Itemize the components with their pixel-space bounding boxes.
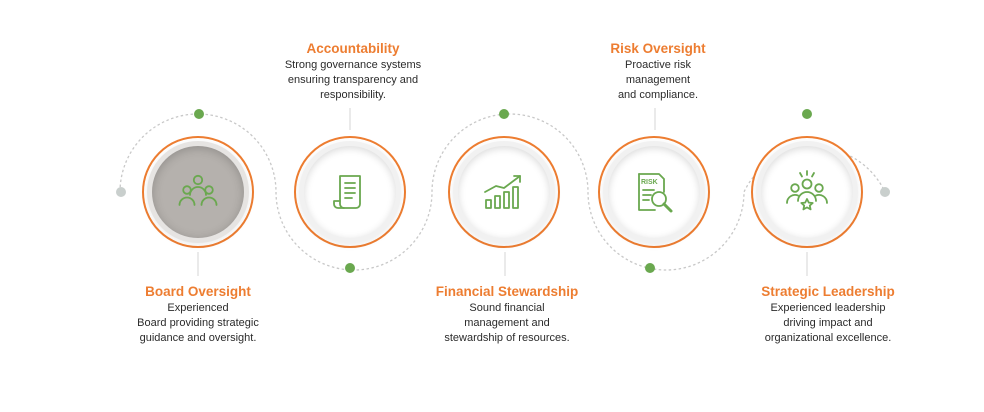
node-strategic-leadership[interactable] xyxy=(751,136,863,248)
description-line: stewardship of resources. xyxy=(444,332,570,344)
step-description: Sound financial management and stewardsh… xyxy=(402,301,612,346)
description-line: responsibility. xyxy=(320,89,386,101)
description-line: Proactive risk xyxy=(624,59,692,71)
endpoint-left-dot xyxy=(116,187,126,197)
connector-dot-1 xyxy=(194,109,204,119)
description-line: Board providing strategic xyxy=(137,317,259,329)
connector-dot-4 xyxy=(645,263,655,273)
description-line: driving impact and xyxy=(783,317,873,329)
label-financial-stewardship: Financial Stewardship Sound financial ma… xyxy=(402,283,612,346)
step-title: Financial Stewardship xyxy=(435,284,579,299)
description-line: management and xyxy=(464,317,550,329)
step-title: Strategic Leadership xyxy=(761,284,895,299)
label-board-oversight: Board Oversight Experienced Board provid… xyxy=(93,283,303,346)
document-scroll-icon xyxy=(333,175,361,209)
growth-chart-icon xyxy=(484,175,521,209)
step-title: Accountability xyxy=(306,41,400,56)
label-accountability: Accountability Strong governance systems… xyxy=(248,40,458,103)
connector-dot-5 xyxy=(802,109,812,119)
node-inner-circle xyxy=(304,146,396,238)
label-risk-oversight: Risk Oversight Proactive risk management… xyxy=(553,40,763,103)
leadership-team-star-icon xyxy=(786,170,828,211)
risk-icon-label: RISK xyxy=(641,179,658,186)
description-line: Strong governance systems xyxy=(284,59,422,71)
node-risk-oversight[interactable]: RISK xyxy=(598,136,710,248)
endpoint-right-dot xyxy=(880,187,890,197)
description-line: guidance and oversight. xyxy=(139,332,257,344)
step-description: Strong governance systems ensuring trans… xyxy=(248,58,458,103)
step-description: Proactive risk management and compliance… xyxy=(553,58,763,103)
node-financial-stewardship[interactable] xyxy=(448,136,560,248)
step-title: Board Oversight xyxy=(145,284,251,299)
description-line: organizational excellence. xyxy=(764,332,892,344)
step-title: Risk Oversight xyxy=(610,41,706,56)
description-line: Experienced leadership xyxy=(770,302,886,314)
description-line: Sound financial xyxy=(469,302,545,314)
risk-report-magnifier-icon: RISK xyxy=(638,173,673,213)
label-strategic-leadership: Strategic Leadership Experienced leaders… xyxy=(723,283,933,346)
node-accountability[interactable] xyxy=(294,136,406,248)
description-line: ensuring transparency and xyxy=(287,74,419,86)
step-description: Experienced Board providing strategic gu… xyxy=(93,301,303,346)
step-description: Experienced leadership driving impact an… xyxy=(723,301,933,346)
description-line: Experienced xyxy=(167,302,229,314)
node-inner-circle xyxy=(608,146,700,238)
node-board-oversight[interactable] xyxy=(142,136,254,248)
node-inner-circle xyxy=(152,146,244,238)
connector-dot-3 xyxy=(499,109,509,119)
wave-path xyxy=(119,113,886,271)
connector-dot-2 xyxy=(345,263,355,273)
group-people-icon xyxy=(178,174,218,206)
description-line: and compliance. xyxy=(617,89,699,101)
description-line: management xyxy=(625,74,691,86)
